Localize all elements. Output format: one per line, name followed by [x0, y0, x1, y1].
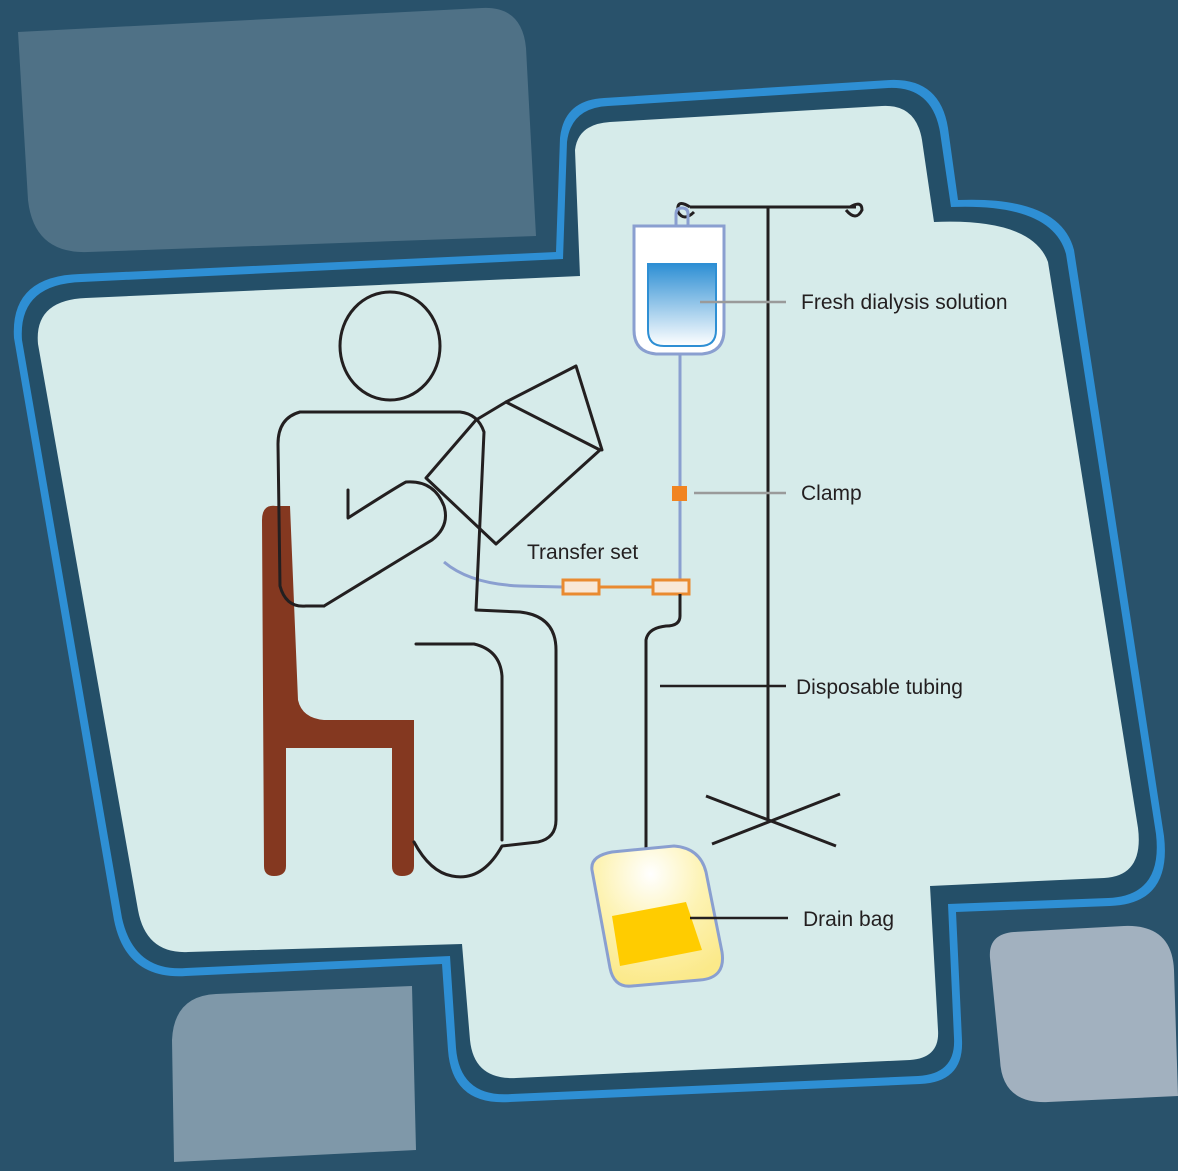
label-clamp: Clamp — [801, 482, 862, 505]
label-fresh-dialysis-solution: Fresh dialysis solution — [801, 291, 1008, 314]
label-transfer-set: Transfer set — [527, 541, 638, 564]
drain-bag — [592, 846, 723, 986]
fresh-solution-bag — [634, 208, 724, 354]
label-disposable-tubing: Disposable tubing — [796, 676, 963, 699]
tile-top-left — [18, 8, 536, 252]
clamp — [672, 486, 687, 501]
label-drain-bag: Drain bag — [803, 908, 894, 931]
tile-bottom-left — [172, 986, 416, 1162]
tile-bottom-right — [990, 926, 1178, 1102]
